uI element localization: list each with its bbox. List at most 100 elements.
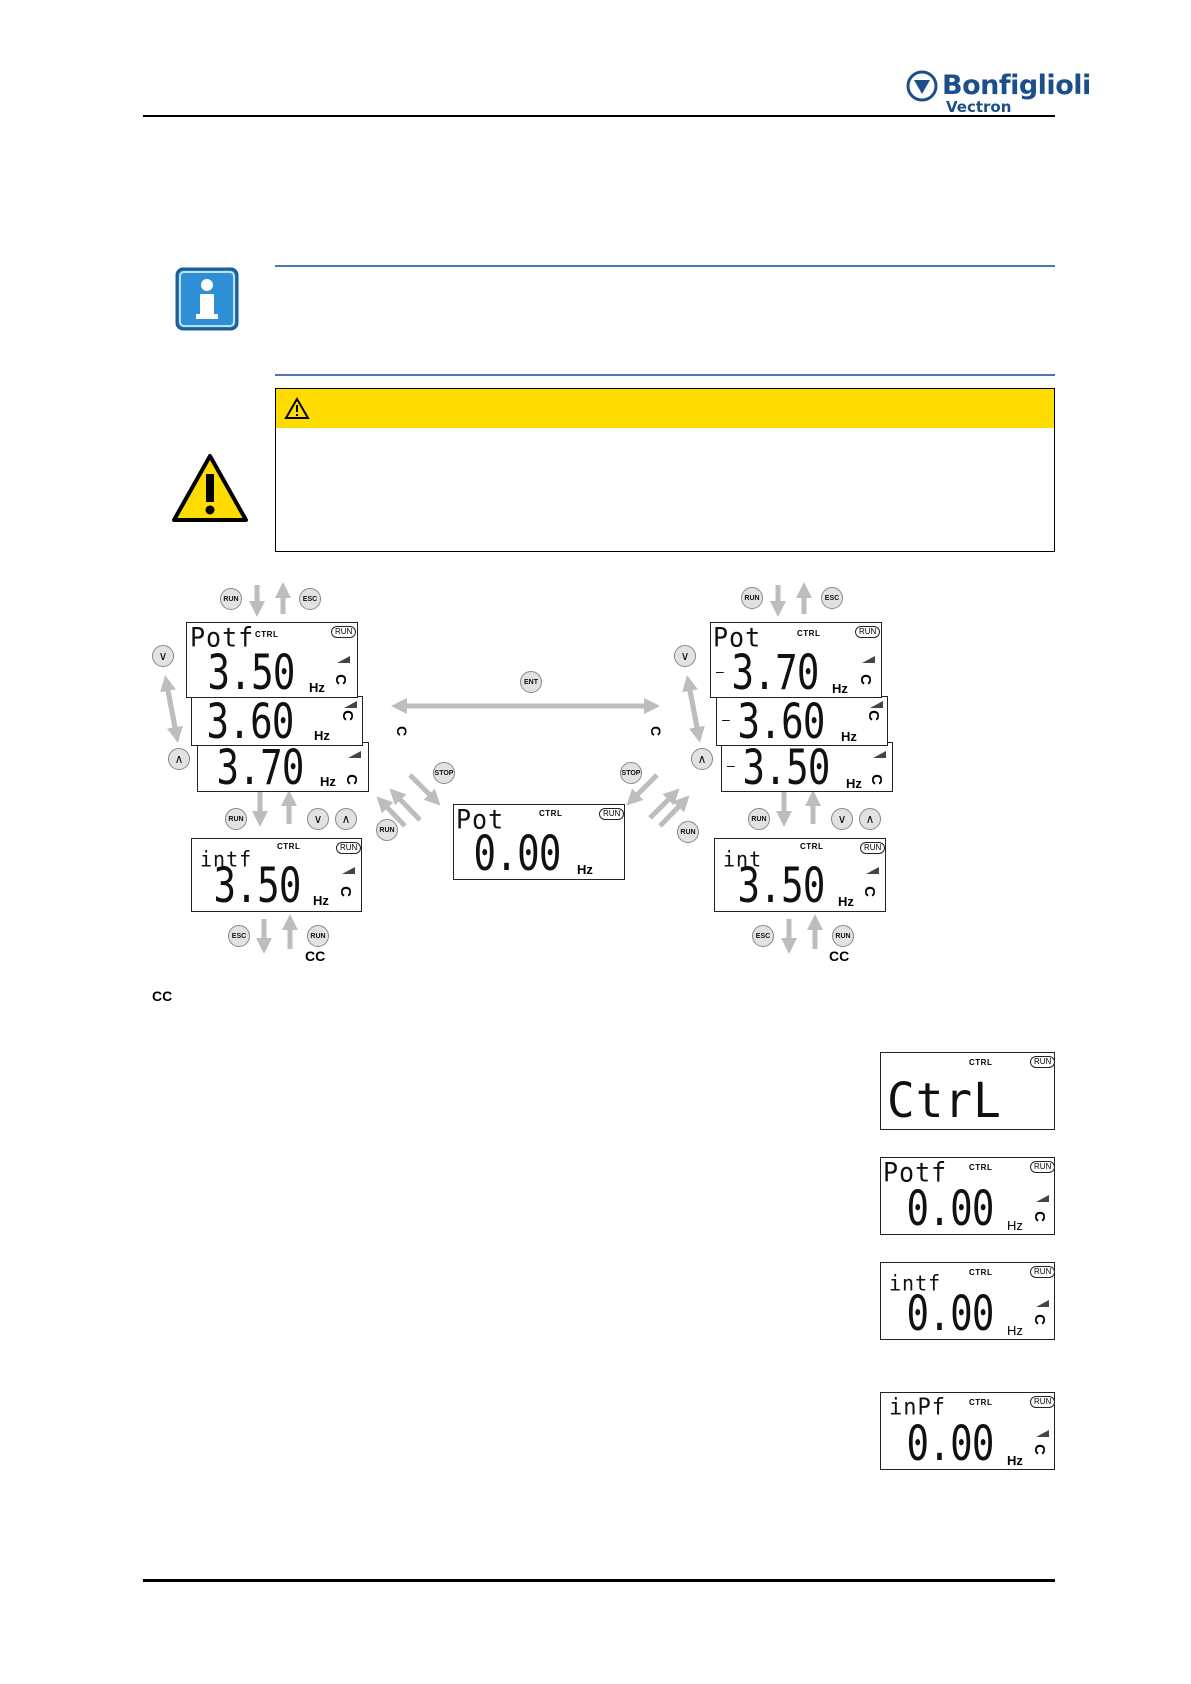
lcd-dash-indicator: – [716, 663, 724, 679]
lcd-parameter-label: inPf [889, 1394, 946, 1421]
down-key[interactable]: ∨ [307, 808, 329, 830]
lcd-value: 3.50 [742, 740, 831, 796]
rotation-symbol: C [1030, 1444, 1048, 1455]
ctrl-indicator: CTRL [800, 842, 824, 851]
lcd-value: 0.00 [906, 1416, 995, 1472]
caution-triangle-icon [284, 397, 310, 419]
esc-key[interactable]: ESC [821, 587, 843, 609]
up-key[interactable]: ∧ [691, 748, 713, 770]
lcd-dash-indicator: – [727, 757, 735, 773]
note-top-rule [275, 265, 1055, 267]
run-indicator: RUN [336, 842, 362, 854]
ent-key[interactable]: ENT [520, 671, 542, 693]
rotation-symbol: C [860, 886, 878, 897]
run-key[interactable]: RUN [220, 588, 242, 610]
ctrl-indicator: CTRL [277, 842, 301, 851]
lcd-value: 0.00 [473, 826, 562, 882]
ramp-icon [870, 701, 883, 708]
ramp-icon [873, 751, 886, 758]
esc-key[interactable]: ESC [752, 925, 774, 947]
lcd-hz-unit: Hz [1007, 1323, 1023, 1338]
esc-key[interactable]: ESC [228, 925, 250, 947]
up-key[interactable]: ∧ [335, 808, 357, 830]
run-key[interactable]: RUN [225, 808, 247, 830]
lcd-hz-unit: Hz [832, 681, 848, 696]
run-indicator: RUN [1030, 1056, 1056, 1068]
down-key[interactable]: ∨ [674, 645, 696, 667]
warning-sign-icon [172, 454, 248, 522]
ramp-icon [348, 751, 361, 758]
chevron-down-icon: ∨ [680, 649, 690, 663]
up-key[interactable]: ∧ [168, 748, 190, 770]
rotation-symbol: C [342, 774, 360, 785]
lcd-hz-unit: Hz [846, 776, 862, 791]
ctrl-indicator: CTRL [969, 1398, 993, 1407]
lcd-parameter-label: Pot [713, 622, 762, 653]
esc-key-label: ESC [302, 595, 318, 603]
lcd-hz-unit: Hz [320, 774, 336, 789]
navigation-arrows [160, 582, 823, 954]
stop-key[interactable]: STOP [620, 762, 642, 784]
esc-key[interactable]: ESC [299, 588, 321, 610]
info-icon [175, 267, 239, 331]
run-key-label: RUN [835, 932, 851, 940]
run-key-label: RUN [310, 932, 326, 940]
lcd-display-left-350: Potf CTRL RUN 3.50 Hz C [186, 622, 358, 698]
run-key[interactable]: RUN [748, 808, 770, 830]
down-key[interactable]: ∨ [152, 645, 174, 667]
ramp-icon [862, 656, 875, 663]
ramp-icon [337, 656, 350, 663]
ctrl-indicator: CTRL [969, 1058, 993, 1067]
lcd-hz-unit: Hz [577, 862, 593, 877]
lcd-parameter-label: Pot [456, 804, 505, 835]
run-key-label: RUN [744, 594, 760, 602]
ctrl-indicator: CTRL [797, 629, 821, 638]
rotation-symbol: C [1030, 1314, 1048, 1325]
run-key-label: RUN [751, 815, 767, 823]
ramp-icon [1036, 1430, 1049, 1437]
rotation-symbol: C [331, 674, 349, 685]
logo-subbrand-text: Vectron [946, 98, 1012, 116]
lcd-hz-unit: Hz [309, 680, 325, 695]
lcd-display-right-370: Pot CTRL RUN – 3.70 Hz C [710, 622, 882, 698]
rotation-symbol: C [867, 774, 885, 785]
legend-double-rotation-symbol: CC [152, 988, 173, 1004]
down-key[interactable]: ∨ [831, 808, 853, 830]
ramp-icon [344, 701, 357, 708]
run-key[interactable]: RUN [832, 925, 854, 947]
esc-key-label: ESC [755, 932, 771, 940]
run-indicator: RUN [599, 808, 625, 820]
lcd-value: 3.50 [213, 858, 302, 914]
run-key[interactable]: RUN [677, 821, 699, 843]
lcd-value: 3.50 [207, 645, 296, 701]
ent-key-label: ENT [524, 678, 538, 686]
ramp-icon [1036, 1195, 1049, 1202]
ctrl-indicator: CTRL [969, 1268, 993, 1277]
run-key[interactable]: RUN [307, 925, 329, 947]
footer-rule [143, 1579, 1055, 1582]
up-key[interactable]: ∧ [859, 808, 881, 830]
stop-key[interactable]: STOP [433, 762, 455, 784]
lcd-value: 3.70 [731, 645, 820, 701]
lcd-value: 0.00 [906, 1181, 995, 1237]
lcd-parameter-label: intf [200, 846, 253, 872]
chevron-up-icon: ∧ [865, 812, 875, 826]
run-key[interactable]: RUN [741, 587, 763, 609]
lcd-hz-unit: Hz [314, 728, 330, 743]
lcd-value: 3.60 [737, 694, 826, 750]
chevron-up-icon: ∧ [174, 752, 184, 766]
rotation-symbol: C [856, 674, 874, 685]
chevron-down-icon: ∨ [158, 649, 168, 663]
lcd-value: 3.60 [206, 694, 295, 750]
ctrl-indicator: CTRL [539, 809, 563, 818]
run-indicator: RUN [855, 626, 881, 638]
lcd-display-inpf: inPf CTRL RUN 0.00 Hz C [880, 1392, 1056, 1472]
lcd-parameter-label: int [723, 846, 763, 872]
lcd-hz-unit: Hz [313, 893, 329, 908]
lcd-display-right-360: – 3.60 Hz C [716, 696, 888, 746]
esc-key-label: ESC [231, 932, 247, 940]
ramp-icon [1036, 1300, 1049, 1307]
lcd-parameter-label: intf [889, 1270, 942, 1296]
run-key[interactable]: RUN [376, 819, 398, 841]
rotation-symbol: C [336, 886, 354, 897]
